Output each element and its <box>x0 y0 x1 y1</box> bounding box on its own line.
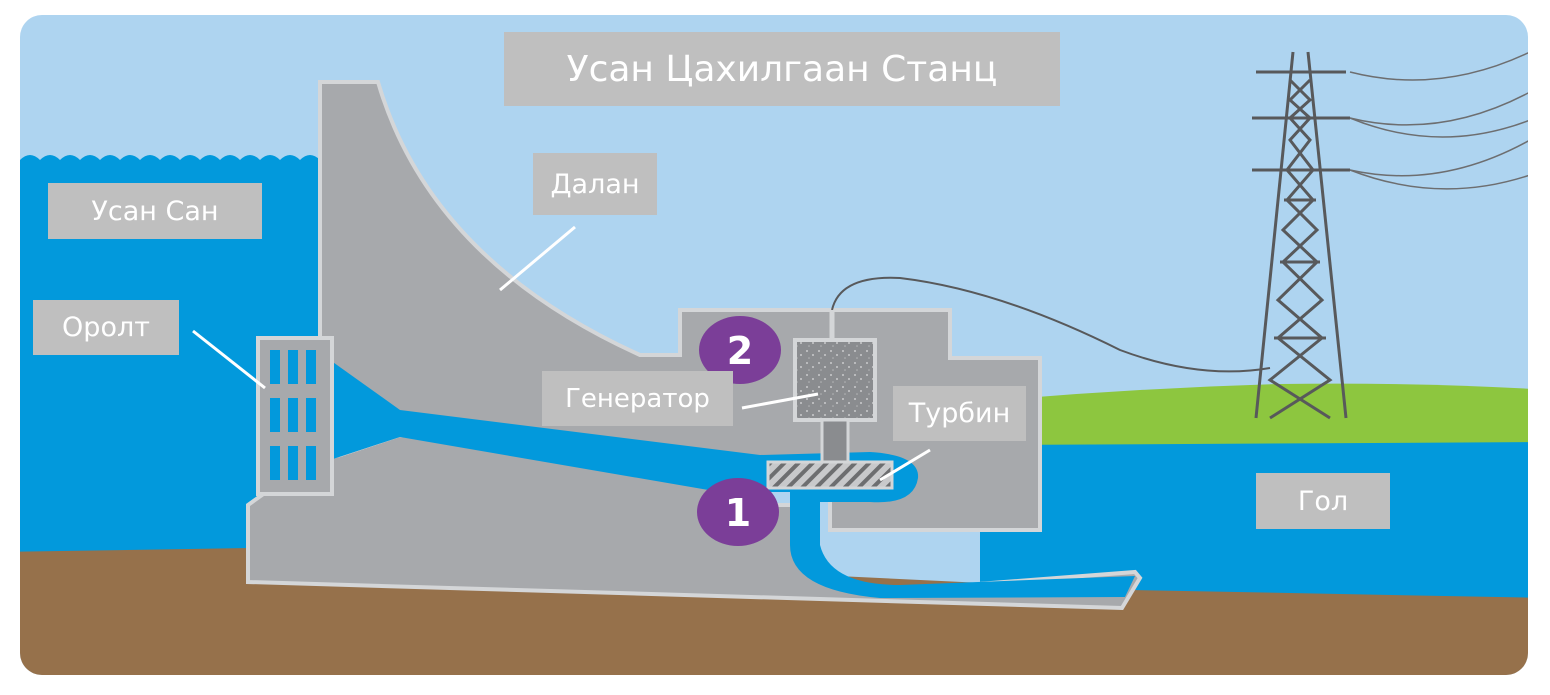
turbine <box>766 460 894 490</box>
label-dam: Далан <box>533 153 657 215</box>
generator <box>793 338 877 422</box>
reservoir-water <box>20 155 320 560</box>
label-reservoir: Усан Сан <box>48 183 262 239</box>
power-cable <box>831 276 1271 373</box>
svg-text:2: 2 <box>727 329 753 373</box>
intake-grille <box>256 336 334 496</box>
diagram-title: Усан Цахилгаан Станц <box>504 32 1060 106</box>
transmission-tower <box>1252 51 1350 420</box>
svg-text:1: 1 <box>725 491 751 535</box>
power-lines <box>1349 51 1528 190</box>
label-turbine: Турбин <box>893 386 1026 441</box>
leader-lines <box>192 225 931 482</box>
turbine-shaft <box>820 418 850 464</box>
marker-2: 2 <box>699 316 781 384</box>
label-generator: Генератор <box>542 371 733 426</box>
label-river: Гол <box>1256 473 1390 529</box>
label-intake: Оролт <box>33 300 179 355</box>
marker-1: 1 <box>697 478 779 546</box>
